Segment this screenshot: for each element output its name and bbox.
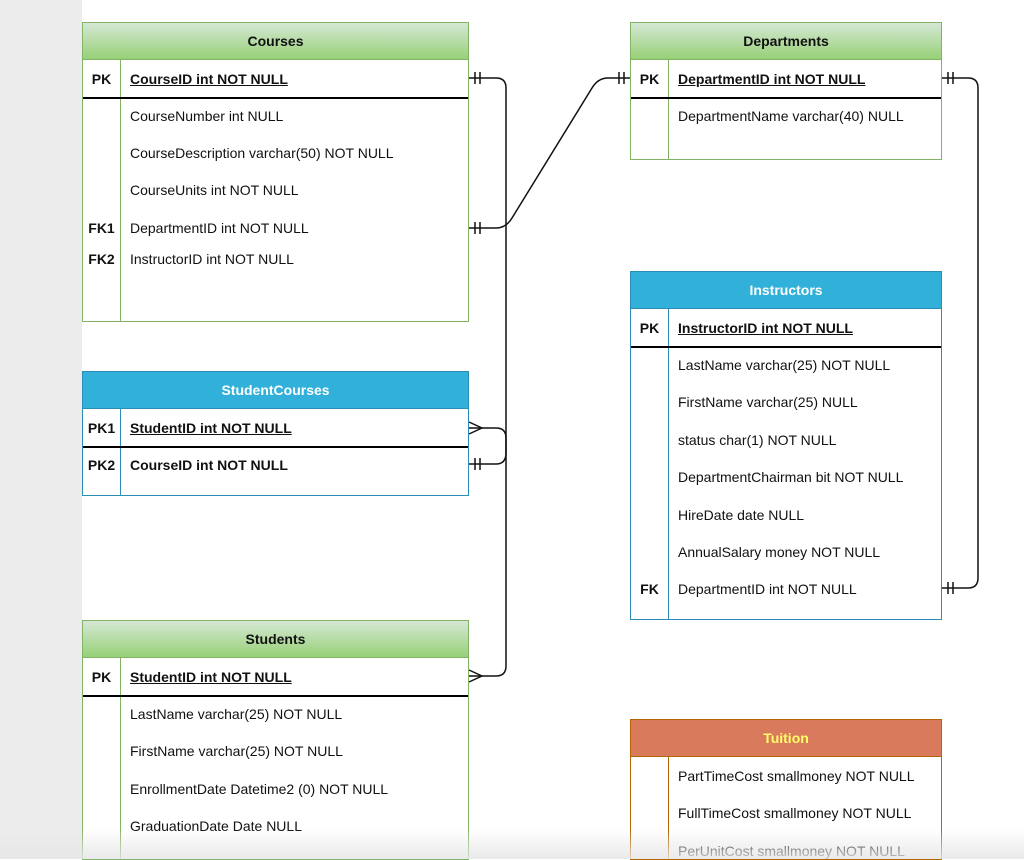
table-departments[interactable]: Departments PK DepartmentID int NOT NULL… [630,22,942,160]
pk-label: PK [91,669,112,685]
field-row[interactable]: FirstName varchar(25) NULL [678,394,858,410]
pk-field[interactable]: CourseID int NOT NULL [130,457,288,473]
primary-key-divider [83,695,468,697]
table-instructors[interactable]: Instructors PK InstructorID int NOT NULL… [630,271,942,620]
field-row[interactable]: FullTimeCost smallmoney NOT NULL [678,805,912,821]
primary-key-divider [631,97,941,99]
key-column-divider [120,60,121,321]
primary-key-divider [83,446,468,448]
primary-key-divider [83,97,468,99]
field-row[interactable]: PartTimeCost smallmoney NOT NULL [678,768,915,784]
relationship-line [942,77,979,589]
key-column-divider [668,60,669,159]
one-mandatory-marker [474,458,481,470]
field-row[interactable]: AnnualSalary money NOT NULL [678,544,881,560]
table-title: StudentCourses [83,372,468,409]
table-courses[interactable]: Courses PK CourseID int NOT NULL CourseN… [82,22,469,322]
relationship-line [469,427,507,677]
one-mandatory-marker [474,72,481,84]
one-mandatory-marker [947,72,954,84]
one-mandatory-marker [474,222,481,234]
field-row[interactable]: LastName varchar(25) NOT NULL [130,706,343,722]
field-row[interactable]: LastName varchar(25) NOT NULL [678,357,891,373]
pk-label: PK2 [87,457,116,473]
field-row[interactable]: status char(1) NOT NULL [678,432,837,448]
table-title: Instructors [631,272,941,309]
field-row[interactable]: CourseDescription varchar(50) NOT NULL [130,145,394,161]
field-row[interactable]: CourseUnits int NOT NULL [130,182,299,198]
field-row[interactable]: DepartmentName varchar(40) NULL [678,108,904,124]
table-title: Courses [83,23,468,60]
many-marker [468,669,483,683]
pk-field[interactable]: StudentID int NOT NULL [130,669,292,685]
one-mandatory-marker [947,582,954,594]
pk-label: PK [639,320,660,336]
key-column-divider [668,309,669,619]
left-gutter [0,0,82,859]
field-row[interactable]: DepartmentChairman bit NOT NULL [678,469,904,485]
relationship-line [469,77,507,465]
field-row[interactable]: HireDate date NULL [678,507,805,523]
field-row[interactable]: DepartmentID int NOT NULL [130,220,309,236]
key-column-divider [668,757,669,859]
field-row[interactable]: CourseNumber int NULL [130,108,284,124]
field-row[interactable]: DepartmentID int NOT NULL [678,581,857,597]
pk-label: PK1 [87,420,116,436]
table-title: Tuition [631,720,941,757]
table-student-courses[interactable]: StudentCourses PK1 StudentID int NOT NUL… [82,371,469,496]
table-students[interactable]: Students PK StudentID int NOT NULL LastN… [82,620,469,860]
pk-label: PK [91,71,112,87]
primary-key-divider [631,346,941,348]
fk-label: FK [640,581,659,597]
table-title: Departments [631,23,941,60]
pk-field[interactable]: DepartmentID int NOT NULL [678,71,866,87]
pk-field[interactable]: InstructorID int NOT NULL [678,320,853,336]
table-title: Students [83,621,468,658]
relationship-line [469,77,630,229]
pk-label: PK [639,71,660,87]
pk-field[interactable]: CourseID int NOT NULL [130,71,288,87]
key-column-divider [120,409,121,495]
field-row[interactable]: EnrollmentDate Datetime2 (0) NOT NULL [130,781,389,797]
many-marker [468,421,483,435]
fk-label: FK1 [88,220,115,236]
field-row[interactable]: FirstName varchar(25) NOT NULL [130,743,343,759]
fk-label: FK2 [88,251,115,267]
pk-field[interactable]: StudentID int NOT NULL [130,420,292,436]
key-column-divider [120,658,121,859]
one-mandatory-marker [618,72,625,84]
field-row[interactable]: InstructorID int NOT NULL [130,251,294,267]
